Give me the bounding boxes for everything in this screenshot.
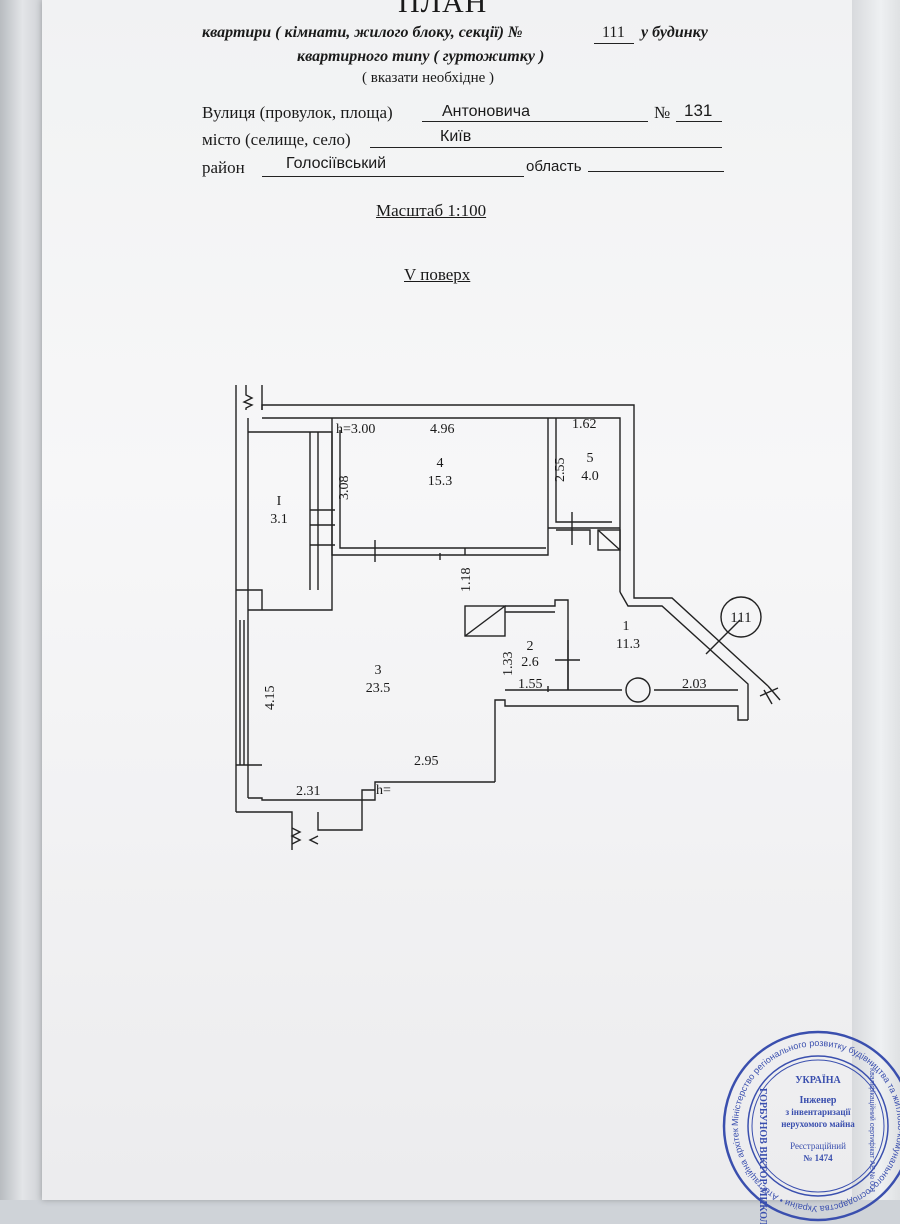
district-underline <box>262 176 524 177</box>
left-wall <box>235 410 249 812</box>
dim-room1-width: 2.03 <box>682 677 707 692</box>
dim-room2-width: 1.55 <box>518 677 543 692</box>
top-right-wall <box>261 404 769 687</box>
dim-room3-width: 2.95 <box>414 754 439 769</box>
city-label: місто (селище, село) <box>202 130 351 149</box>
plan-labels: 111 h=3.00 4.96 1.62 4 15.3 5 4.0 I 3.1 … <box>263 417 752 799</box>
bottom-left-wall <box>236 789 375 850</box>
room5-number: 5 <box>587 451 594 466</box>
ventilation-shaft-diag <box>464 605 506 637</box>
house-number-label: № <box>654 103 671 122</box>
header-line2: квартирного типу ( гуртожитку ) <box>297 48 545 65</box>
city-underline <box>370 147 722 148</box>
room2-door <box>555 640 580 690</box>
room5-shaft <box>597 529 621 551</box>
room4-area: 15.3 <box>428 474 453 489</box>
plan-walls <box>235 385 781 850</box>
top-break-marker <box>235 385 263 410</box>
dim-room5-width: 1.62 <box>572 417 597 432</box>
apartment-number-underline <box>594 43 634 44</box>
dim-room4-width: 4.96 <box>430 422 455 437</box>
official-stamp: Міністерство регіонального розвитку буді… <box>720 1028 900 1224</box>
room3-number: 3 <box>375 663 382 678</box>
bottom-wall <box>494 699 748 782</box>
region-underline <box>588 171 724 172</box>
dim-room2-depth: 1.33 <box>501 652 516 677</box>
street-underline <box>422 121 648 122</box>
scale-label: Масштаб 1:100 <box>376 201 487 220</box>
corridor-wall <box>619 591 749 720</box>
house-number-underline <box>676 121 722 122</box>
balcony-door <box>310 509 335 546</box>
dim-h-top: h=3.00 <box>336 422 375 437</box>
stamp-role3: нерухомого майна <box>781 1119 855 1129</box>
floor-label: V поверх <box>404 265 471 284</box>
apartment-marker-text: 111 <box>730 610 751 626</box>
house-number-value: 131 <box>684 101 713 120</box>
apartment-number: 111 <box>602 24 625 41</box>
balcony-number: I <box>277 494 282 509</box>
apartment-marker-circle <box>720 596 762 638</box>
header-line3: ( вказати необхідне ) <box>362 70 495 86</box>
stamp-role2: з інвентаризації <box>785 1107 851 1117</box>
tick-marks <box>439 553 549 692</box>
header-line1-prefix: квартири ( кімнати, жилого блоку, секції… <box>202 24 523 41</box>
stamp-name: ГОРБУНОВ ВІКТОР МИКОЛАЙОВИЧ <box>757 1088 769 1224</box>
district-label: район <box>202 158 245 177</box>
room5-area: 4.0 <box>581 469 599 484</box>
room1-number: 1 <box>623 619 630 634</box>
dim-h-bottom: h= <box>376 783 391 798</box>
document-title: ПЛАН <box>398 0 488 19</box>
city-value: Київ <box>440 128 472 145</box>
bottom-wall-2 <box>248 781 495 801</box>
bottom-break-marker <box>290 827 319 845</box>
left-window-frame <box>236 589 263 766</box>
ventilation-shaft <box>464 605 506 637</box>
dim-room3-depth: 4.15 <box>263 686 278 711</box>
room1-area: 11.3 <box>616 637 640 652</box>
room2-number: 2 <box>527 639 534 654</box>
stamp-cert: Кваліфікаційний сертифікат АЕ № 001 <box>868 1068 876 1193</box>
room5-shaft-diag <box>597 529 621 551</box>
street-value: Антоновича <box>442 103 530 120</box>
document-page <box>42 0 852 1200</box>
dim-room5-depth: 2.55 <box>553 458 568 483</box>
stamp-reg-num: № 1474 <box>803 1153 833 1163</box>
stamp-reg-label: Реєстраційний <box>790 1141 846 1151</box>
room2-walls <box>505 599 569 690</box>
left-window <box>239 620 245 765</box>
binding-shadow <box>0 0 50 1200</box>
room2-area: 2.6 <box>521 655 539 670</box>
room4-number: 4 <box>437 456 444 471</box>
header-line1-suffix: у будинку <box>641 24 708 41</box>
street-label: Вулиця (провулок, площа) <box>202 103 393 122</box>
dim-room4-depth: 3.08 <box>337 476 352 501</box>
dim-room3-bottom: 2.31 <box>296 784 321 799</box>
dim-corridor: 1.18 <box>459 568 474 593</box>
page-edge <box>852 0 900 1200</box>
region-label: область <box>526 158 582 175</box>
balcony-window <box>309 432 319 590</box>
stamp-country: УКРАЇНА <box>795 1073 841 1086</box>
marker-leader <box>705 619 741 655</box>
room5-walls <box>548 418 620 529</box>
balcony-area: 3.1 <box>270 512 288 527</box>
district-value: Голосіївський <box>286 155 387 172</box>
room3-area: 23.5 <box>366 681 391 696</box>
balcony-wall <box>248 431 333 611</box>
room5-door <box>556 512 591 545</box>
column-circle <box>625 677 651 703</box>
right-break-marker <box>759 685 781 705</box>
stamp-role1: Інженер <box>800 1095 837 1106</box>
room4-door <box>374 540 466 562</box>
